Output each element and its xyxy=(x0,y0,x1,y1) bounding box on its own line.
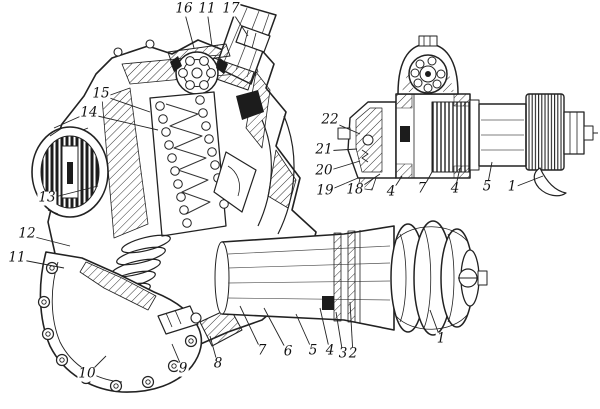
callout-main-11-7: 11 xyxy=(7,249,27,266)
leader-line-14-4 xyxy=(88,113,159,131)
housing-flange-bolts xyxy=(113,39,155,57)
callout-main-4-14: 4 xyxy=(324,342,336,359)
callout-main-1-17: 1 xyxy=(435,330,447,347)
leader-line-6-12 xyxy=(263,307,289,354)
callout-main-9-9: 9 xyxy=(177,360,189,377)
detail-top-cap xyxy=(418,35,438,47)
leader-line-16-0 xyxy=(183,9,195,49)
callout-main-17-2: 17 xyxy=(221,0,241,17)
disc-pack xyxy=(431,101,471,173)
adjuster-screw xyxy=(157,305,202,335)
callout-detail-4-23: 4 xyxy=(385,183,397,200)
callout-detail-20-20: 20 xyxy=(314,162,334,179)
callout-main-7-11: 7 xyxy=(256,342,268,359)
leader-line-2-16 xyxy=(349,301,354,356)
top-bearing xyxy=(167,43,231,95)
bearing-seal-right xyxy=(216,58,228,74)
callout-main-11-1: 11 xyxy=(197,0,217,17)
shaft-yoke-end xyxy=(390,220,488,336)
callout-main-10-8: 10 xyxy=(77,365,97,382)
detail-splined-end xyxy=(525,93,598,171)
leader-line-7-11 xyxy=(239,305,263,353)
callout-main-14-4: 14 xyxy=(79,104,99,121)
sector-shaft xyxy=(214,225,395,331)
callout-main-2-16: 2 xyxy=(347,345,359,362)
callout-detail-4-25: 4 xyxy=(449,180,461,197)
callout-detail-18-22: 18 xyxy=(345,181,365,198)
check-ball xyxy=(362,134,374,146)
callout-main-13-5: 13 xyxy=(37,189,57,206)
callout-detail-21-19: 21 xyxy=(314,141,334,158)
callout-main-5-13: 5 xyxy=(307,342,319,359)
callout-main-16-0: 16 xyxy=(174,0,194,17)
callout-main-6-12: 6 xyxy=(282,343,294,360)
sector-roller-mesh xyxy=(213,90,295,235)
callout-main-3-15: 3 xyxy=(337,345,349,362)
shaft-keyway xyxy=(322,296,334,310)
callout-detail-7-24: 7 xyxy=(416,180,428,197)
bearing-seal-left xyxy=(170,56,182,72)
callout-detail-22-18: 22 xyxy=(320,111,340,128)
callout-detail-1-27: 1 xyxy=(506,178,518,195)
callout-main-12-6: 12 xyxy=(17,225,37,242)
callout-main-15-3: 15 xyxy=(91,85,111,102)
tube-nut xyxy=(235,25,271,53)
detail-hook-lever xyxy=(533,167,567,197)
shaft-detail-view xyxy=(337,35,598,197)
detail-top-bearing xyxy=(397,35,459,95)
callout-main-8-10: 8 xyxy=(212,355,224,372)
main-gearbox-view xyxy=(31,3,488,393)
callout-detail-5-26: 5 xyxy=(481,178,493,195)
callout-detail-19-21: 19 xyxy=(315,182,335,199)
